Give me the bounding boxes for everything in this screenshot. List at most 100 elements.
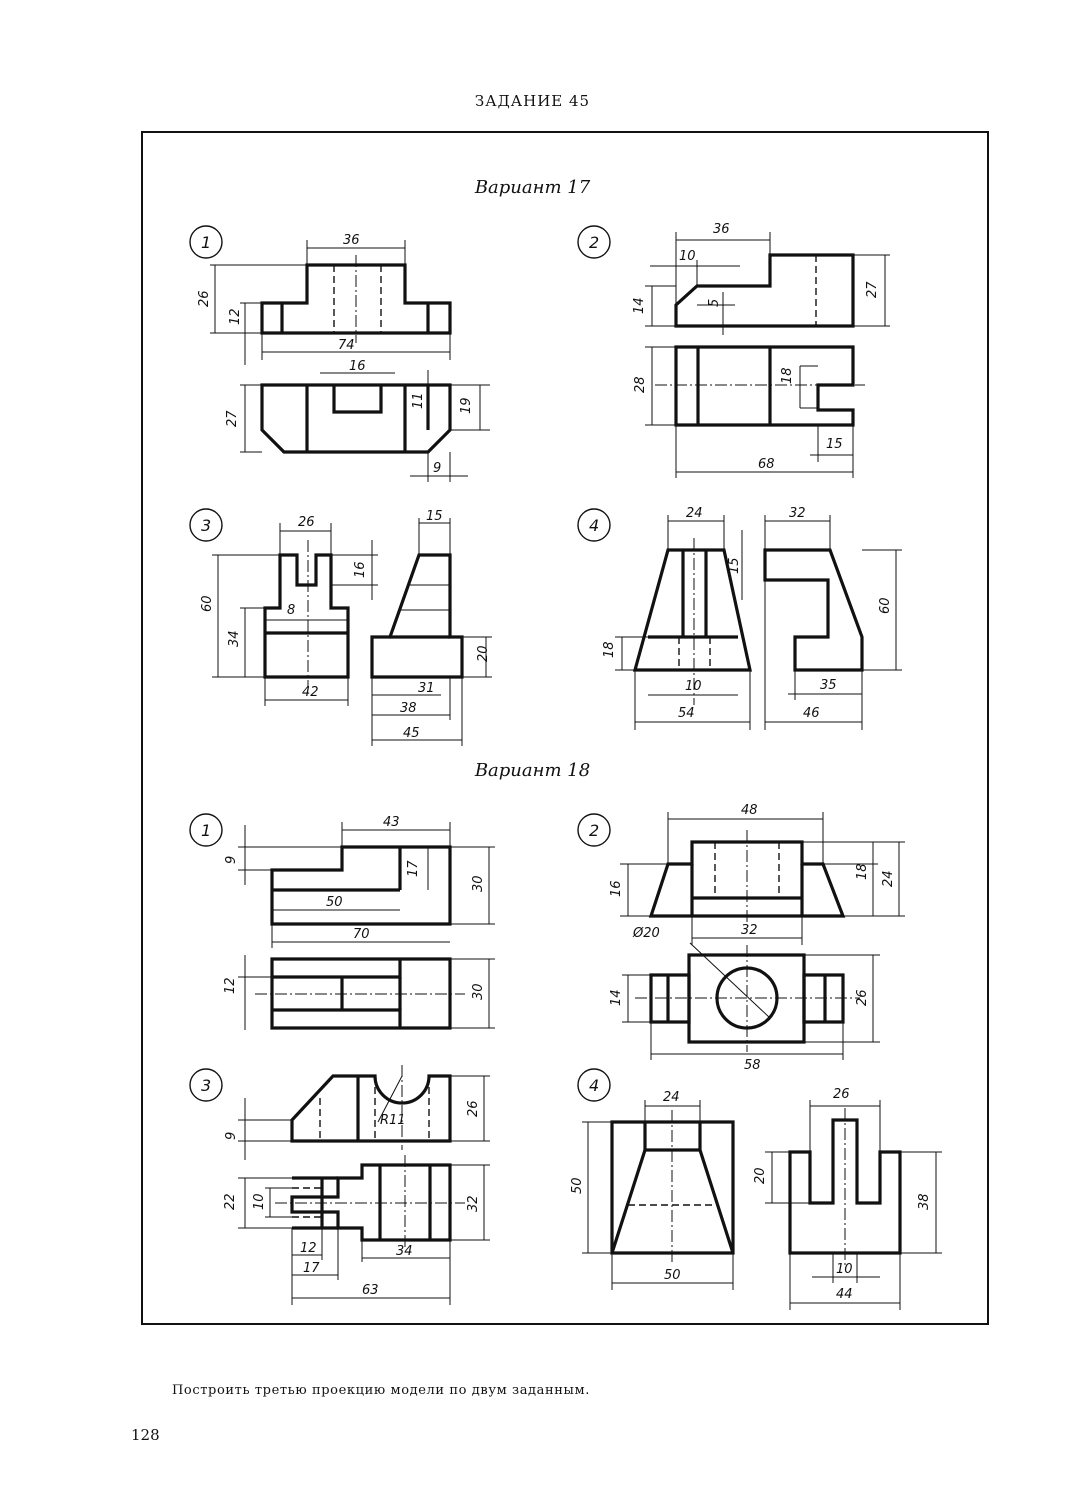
v18-3-dim-32: 32	[466, 1195, 481, 1212]
v17-1-dim-9: 9	[433, 461, 441, 476]
v17-2-dim-27: 27	[865, 281, 880, 298]
v18-badge-2: 2	[589, 821, 599, 840]
v18-3-dim-63: 63	[362, 1283, 379, 1298]
v17-2-dim-18: 18	[780, 367, 795, 384]
v18-1-dim-50: 50	[326, 895, 343, 910]
v18-badge-4: 4	[589, 1076, 599, 1095]
v17-2-dim-68: 68	[758, 457, 775, 472]
v17-3-dim-26: 26	[298, 515, 315, 530]
v18-1-front-outline	[270, 845, 452, 926]
v18-2-dim-18: 18	[855, 863, 870, 880]
v17-badge-4-circle	[577, 508, 611, 542]
task-frame	[141, 131, 989, 1325]
v17-1-dim-12: 12	[228, 308, 243, 325]
v17-4-side-outline	[763, 548, 864, 672]
v18-1-dim-30-front: 30	[471, 875, 486, 892]
v17-2-dim-10: 10	[679, 249, 696, 264]
v17-1-dim-11: 11	[411, 392, 426, 409]
v18-2-dim-26: 26	[855, 989, 870, 1006]
v18-4-dim-20: 20	[753, 1167, 768, 1184]
v17-3-dim-31: 31	[418, 681, 435, 696]
v17-1-dim-36: 36	[343, 233, 360, 248]
v17-1-dim-16: 16	[349, 359, 366, 374]
v18-3-dim-17: 17	[303, 1261, 320, 1276]
v17-2-dim-15: 15	[826, 437, 843, 452]
v18-2-dim-14: 14	[609, 989, 624, 1006]
v18-1-dim-70: 70	[353, 927, 370, 942]
v17-3-dim-42: 42	[302, 685, 319, 700]
v17-1-dim-27: 27	[225, 410, 240, 427]
v18-drawing-4: 4 24 26 50 20 38 50 10 44	[570, 1068, 942, 1310]
v17-badge-2: 2	[589, 233, 599, 252]
v17-drawing-3: 3 26 15 60 16 8 34 20	[189, 508, 492, 746]
v18-2-dim-58: 58	[744, 1058, 761, 1073]
v17-3-dim-8: 8	[287, 603, 295, 618]
v17-2-dim-36: 36	[713, 222, 730, 237]
v18-3-dim-34: 34	[396, 1244, 413, 1259]
v17-3-dim-15: 15	[426, 509, 443, 524]
v18-3-dim-10: 10	[252, 1193, 267, 1210]
v17-3-dim-60: 60	[200, 595, 215, 612]
v18-3-front-outline	[290, 1074, 452, 1143]
v17-badge-1: 1	[201, 233, 211, 252]
v18-4-dim-10: 10	[836, 1262, 853, 1277]
v18-2-dim-d20: Ø20	[632, 926, 660, 941]
v17-2-top-outline	[674, 345, 855, 427]
v18-drawing-3: 3	[189, 1065, 490, 1305]
v18-4-dim-26: 26	[833, 1087, 850, 1102]
v17-2-dim-14: 14	[632, 297, 647, 314]
v17-4-dim-54: 54	[678, 706, 695, 721]
variant-17-heading: Вариант 17	[474, 177, 591, 198]
v18-3-dim-22: 22	[223, 1193, 238, 1210]
v18-1-dim-12: 12	[223, 977, 238, 994]
v17-4-dim-24: 24	[686, 506, 703, 521]
v17-1-dim-74: 74	[338, 338, 355, 353]
v17-4-dim-46: 46	[803, 706, 820, 721]
v18-drawing-1: 1 43 9 17 30 50 70 12 30	[189, 813, 495, 1030]
v18-3-dim-26: 26	[466, 1100, 481, 1117]
v17-4-dim-32: 32	[789, 506, 806, 521]
v17-badge-3: 3	[201, 516, 211, 535]
task-caption: Построить третью проекцию модели по двум…	[172, 1383, 590, 1398]
v18-drawing-2: 2	[577, 803, 905, 1073]
v18-3-dim-9: 9	[224, 1132, 239, 1140]
v17-4-dim-35: 35	[820, 678, 837, 693]
page-title: ЗАДАНИЕ 45	[474, 92, 591, 110]
v18-2-dim-16: 16	[609, 880, 624, 897]
v18-3-dim-12: 12	[300, 1241, 317, 1256]
v18-badge-3-circle	[189, 1068, 223, 1102]
v17-3-dim-20: 20	[476, 645, 491, 662]
v17-badge-2-circle	[577, 225, 611, 259]
v18-badge-1: 1	[201, 821, 211, 840]
v17-2-front-outline	[674, 253, 855, 328]
v18-4-front-outline	[610, 1120, 735, 1255]
v18-badge-3: 3	[201, 1076, 211, 1095]
v18-1-dim-9: 9	[224, 856, 239, 864]
v17-drawing-1: 1 36 26 12	[189, 225, 490, 482]
variant-18-heading: Вариант 18	[474, 760, 591, 781]
v17-3-side-outline	[370, 553, 464, 679]
v18-4-dim-24: 24	[663, 1090, 680, 1105]
v17-4-dim-60: 60	[878, 597, 893, 614]
v17-3-dim-16: 16	[353, 561, 368, 578]
v17-3-dim-34: 34	[227, 630, 242, 647]
v17-4-dim-10: 10	[685, 679, 702, 694]
v18-badge-4-circle	[577, 1068, 611, 1102]
v18-2-dim-32: 32	[741, 923, 758, 938]
v17-2-dim-5: 5	[707, 299, 722, 307]
v17-4-dim-18: 18	[602, 641, 617, 658]
v18-1-dim-43: 43	[383, 815, 400, 830]
v17-drawing-2: 2 36 10 14 5 27 28 18 15 68	[577, 222, 890, 478]
v18-4-dim-50-width: 50	[664, 1268, 681, 1283]
v18-1-dim-17: 17	[406, 860, 421, 877]
v17-1-dim-19: 19	[459, 397, 474, 414]
v18-4-dim-44: 44	[836, 1287, 853, 1302]
v17-4-dim-15: 15	[727, 557, 742, 574]
page-number: 128	[131, 1426, 160, 1444]
v18-4-dim-50-height: 50	[570, 1177, 585, 1194]
v17-3-dim-38: 38	[400, 701, 417, 716]
v18-3-dim-r11: R11	[380, 1113, 406, 1128]
v17-1-dim-26: 26	[197, 290, 212, 307]
v18-badge-2-circle	[577, 813, 611, 847]
